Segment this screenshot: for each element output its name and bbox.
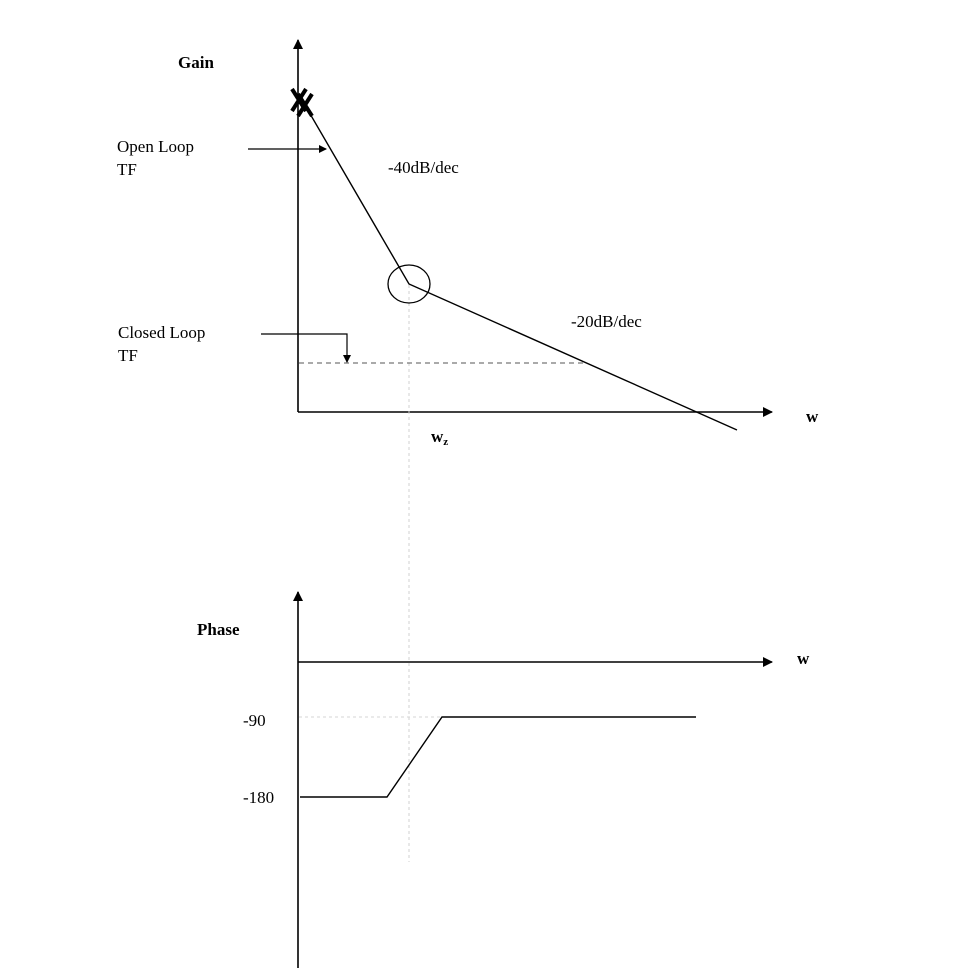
slope-minus40-label: -40dB/dec [388, 158, 459, 177]
gain-axis-label: Gain [178, 53, 214, 72]
slope-minus20-label: -20dB/dec [571, 312, 642, 331]
tick-minus180: -180 [243, 788, 274, 807]
zero-circle [387, 264, 431, 304]
phase-x-axis-label: w [797, 649, 810, 668]
closed-loop-label-line1: Closed Loop [118, 323, 205, 342]
phase-plot: Phase w -90 -180 [197, 591, 810, 968]
phase-curve [300, 716, 696, 798]
pole-x-marker [290, 87, 314, 118]
wz-label: wz [431, 427, 448, 448]
open-loop-label-line2: TF [117, 160, 137, 179]
open-loop-tf-line [301, 99, 738, 431]
closed-loop-label-line2: TF [118, 346, 138, 365]
open-loop-label-line1: Open Loop [117, 137, 194, 156]
gain-plot: Gain Open Loop TF Closed Loop TF -40dB/d… [117, 39, 819, 862]
closed-loop-pointer-arrow [261, 333, 351, 363]
phase-axis-label: Phase [197, 620, 240, 639]
gain-x-axis-label: w [806, 407, 819, 426]
tick-minus90: -90 [243, 711, 266, 730]
